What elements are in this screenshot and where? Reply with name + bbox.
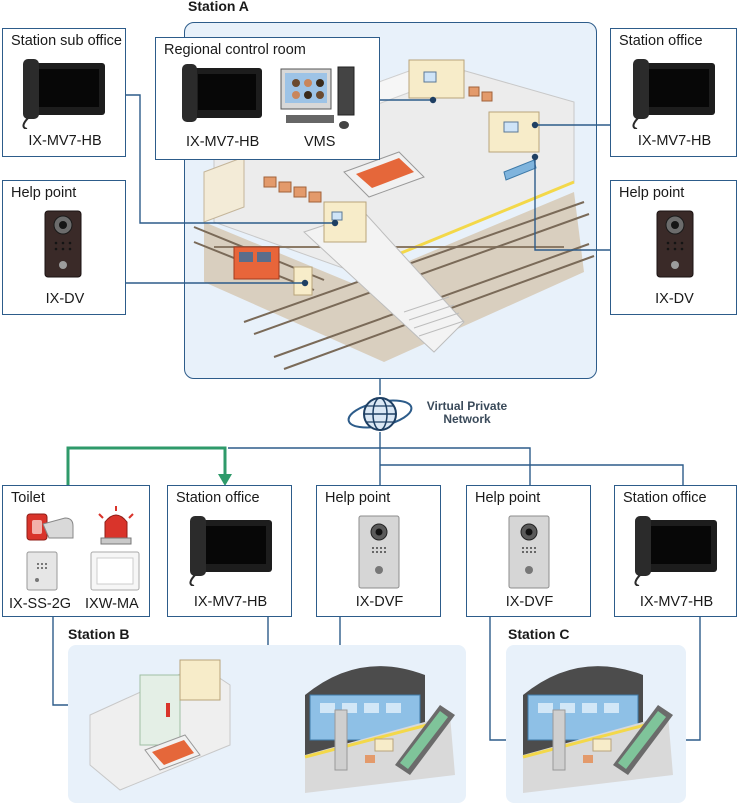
device-label-1: IX-SS-2G [9,596,72,612]
device-label-2: IXW-MA [85,596,139,612]
station-b-label: Station B [68,626,130,642]
regional-control-room-box: Regional control room IX-MV7-HB VMS [155,37,380,160]
vpn-label-line2: Network [443,412,491,426]
station-c-label: Station C [508,626,570,642]
device-label-2: VMS [304,134,336,150]
video-monitor-icon [22,59,105,129]
vpn-label: Virtual Private Network [412,400,522,426]
flush-door-station-icon [358,515,400,589]
box-title: Help point [475,490,541,506]
alarm-light-icon [98,506,134,545]
box-title: Regional control room [164,42,306,58]
flush-door-station-icon [508,515,550,589]
station-b-toilet-box: Toilet IX-SS-2G IXW-MA [2,485,150,617]
station-b-office-box: Station office IX-MV7-HB [167,485,292,617]
device-label: IX-MV7-HB [637,133,712,149]
alarm-module-icon [90,551,140,591]
box-title: Toilet [11,490,45,506]
video-monitor-icon [632,59,715,129]
vpn-label-line1: Virtual Private [426,399,508,413]
station-a-sub-office-box: Station sub office IX-MV7-HB [2,28,126,157]
device-label: IX-DV [45,291,85,307]
door-station-icon [44,210,82,278]
vpn-globe-icon [347,397,413,431]
station-b-platform-illustration [304,666,455,793]
station-a-help-point-left-box: Help point IX-DV [2,180,126,315]
device-label: IX-MV7-HB [193,594,268,610]
vms-computer-icon [280,66,355,129]
device-label: IX-DVF [505,594,554,610]
device-label: IX-DVF [355,594,404,610]
device-label: IX-DV [655,291,694,307]
station-c-help-point-box: Help point IX-DVF [466,485,591,617]
box-title: Station sub office [11,33,122,49]
device-label: IX-MV7-HB [28,133,102,149]
call-button-hand-icon [26,513,74,541]
door-station-icon [656,210,694,278]
video-monitor-icon [189,516,272,586]
station-a-help-point-right-box: Help point IX-DV [610,180,737,315]
station-c-platform-illustration [522,666,673,793]
station-a-label: Station A [188,0,249,14]
video-monitor-icon [182,64,262,122]
box-title: Help point [325,490,391,506]
device-label: IX-MV7-HB [639,594,714,610]
station-b-concourse-illustration [89,659,231,791]
box-title: Help point [619,185,685,201]
sub-station-icon [26,551,58,591]
box-title: Station office [619,33,703,49]
station-a-office-box: Station office IX-MV7-HB [610,28,737,157]
box-title: Help point [11,185,77,201]
video-monitor-icon [634,516,717,586]
station-c-office-box: Station office IX-MV7-HB [614,485,737,617]
box-title: Station office [623,490,707,506]
box-title: Station office [176,490,260,506]
device-label-1: IX-MV7-HB [186,134,260,150]
station-b-help-point-box: Help point IX-DVF [316,485,441,617]
